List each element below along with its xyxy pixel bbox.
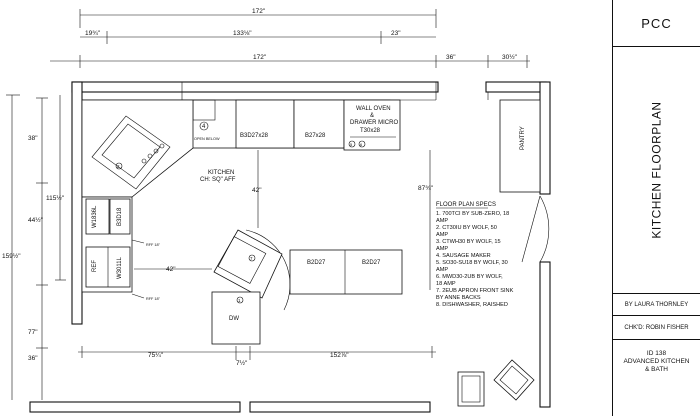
badge-7: 7	[250, 256, 253, 261]
drawing-title: KITCHEN FLOORPLAN	[649, 101, 664, 239]
dim-top-middle: 133⅛"	[233, 30, 252, 37]
dim-top-left: 19¾"	[85, 30, 101, 37]
sheet-info: ID 138 ADVANCED KITCHEN & BATH	[613, 340, 700, 416]
firm-name: PCC	[613, 0, 700, 47]
drawing-title-cell: KITCHEN FLOORPLAN	[613, 47, 700, 294]
label-b1: B3D18	[117, 207, 123, 226]
dim-island-left: 42"	[166, 266, 176, 273]
spec-line: BY ANNE BACKS	[436, 295, 481, 301]
label-kitchen-2: CH: SQ" AFF	[200, 177, 236, 183]
label-cab-1: B3D27x28	[240, 133, 269, 139]
label-pantry: PANTRY	[520, 126, 526, 150]
label-rf: REF	[92, 260, 98, 272]
specs-heading: FLOOR PLAN SPECS	[436, 202, 496, 208]
course-line-1: ADVANCED KITCHEN	[623, 358, 690, 365]
badge-4: 4	[202, 124, 206, 130]
corner-cooktop: 2 KITCHEN CH: SQ" AFF	[81, 99, 236, 198]
spec-line: 18 AMP	[436, 281, 456, 287]
badge-1: 1	[238, 298, 241, 303]
spec-line: 8. DISHWASHER, RAISHED	[436, 302, 508, 308]
pantry: PANTRY	[487, 92, 550, 263]
title-block: PCC KITCHEN FLOORPLAN BY LAURA THORNLEY …	[612, 0, 700, 416]
spec-line: 2. CT30IU BY WOLF, 50	[436, 225, 497, 231]
island: 1 7 DW B2D27 B2D27	[211, 229, 403, 345]
top-dimensions: 172" 19¾" 133⅛" 23" 172" 36" 30½"	[50, 8, 530, 68]
label-wall-oven-2: &	[370, 113, 374, 119]
dim-top-pantry: 30½"	[502, 53, 518, 61]
label-wall-oven-4: T30x28	[360, 128, 381, 134]
badge-6: 6	[360, 142, 363, 147]
spec-line: 3. CTWH30 BY WOLF, 15	[436, 239, 501, 245]
dim-right-vertical: 87¾"	[418, 185, 434, 192]
spec-line: 7. 2EUB APRON FRONT SINK	[436, 288, 514, 294]
sheet-id: ID 138	[646, 350, 667, 357]
label-aff-2: RFF 18"	[146, 297, 161, 301]
label-kitchen-1: KITCHEN	[208, 170, 234, 176]
badge-2: 2	[117, 164, 120, 169]
dim-left-bottom: 36"	[28, 355, 38, 362]
dim-bottom-left: 75¼"	[148, 352, 164, 359]
interior-dimensions: 42" 42" 87¾"	[134, 150, 434, 290]
spec-line: 6. MWD30-2UB BY WOLF,	[436, 274, 503, 280]
dim-island-top: 42"	[252, 187, 262, 194]
label-cab-2: B27x28	[305, 133, 326, 139]
drawn-by: BY LAURA THORNLEY	[613, 294, 700, 316]
label-aff-1: RFF 18"	[146, 243, 161, 247]
label-dw: DW	[229, 316, 239, 322]
course-line-2: & BATH	[645, 366, 668, 373]
dim-left-mid: 44½"	[28, 216, 44, 224]
dim-left-overall: 159½"	[2, 252, 21, 260]
dim-left-total: 115½"	[46, 194, 65, 202]
checked-by: CHK'D: ROBIN FISHER	[613, 316, 700, 340]
spec-line: AMP	[436, 246, 448, 252]
label-wall-oven-3: DRAWER MICRO	[350, 120, 398, 126]
label-w2: W3011L	[117, 256, 123, 279]
dim-bottom-mid: 7½"	[236, 359, 248, 367]
label-open-below: OPEN BELOW	[194, 137, 220, 141]
dim-top-gap: 36"	[446, 54, 456, 61]
spec-line: 1. 700TCI BY SUB-ZERO, 18	[436, 211, 509, 217]
label-w1: W1836L	[92, 205, 98, 228]
left-run: W1836L B3D18 REF W3011L RFF 18" RFF 18"	[81, 196, 161, 301]
bottom-dimensions: 75¼" 7½" 152⅞"	[78, 346, 436, 367]
spec-line: AMP	[436, 232, 448, 238]
spec-line: AMP	[436, 218, 448, 224]
label-island-cab-2: B2D27	[362, 260, 381, 266]
dim-left-upper: 38"	[28, 135, 38, 142]
dim-top-overall: 172"	[252, 8, 266, 15]
seating	[457, 359, 535, 407]
dim-left-lower: 77"	[28, 329, 38, 336]
dim-top-right: 23"	[391, 30, 401, 37]
spec-line: 4. SAUSAGE MAKER	[436, 253, 491, 259]
floor-plan-specs: FLOOR PLAN SPECS 1. 700TCI BY SUB-ZERO, …	[436, 202, 514, 308]
badge-5: 5	[350, 142, 353, 147]
label-wall-oven-1: WALL OVEN	[356, 106, 391, 112]
dim-top-inner: 172"	[253, 54, 267, 61]
left-dimensions: 159½" 38" 44½" 77" 36" 115½"	[2, 94, 66, 400]
label-island-cab-1: B2D27	[307, 260, 326, 266]
spec-line: AMP	[436, 267, 448, 273]
kitchen-floorplan-drawing: 172" 19¾" 133⅛" 23" 172" 36" 30½" 159½"	[2, 8, 551, 413]
spec-line: 5. SO30-SU18 BY WOLF, 30	[436, 260, 508, 266]
dim-bottom-right: 152⅞"	[330, 352, 349, 359]
